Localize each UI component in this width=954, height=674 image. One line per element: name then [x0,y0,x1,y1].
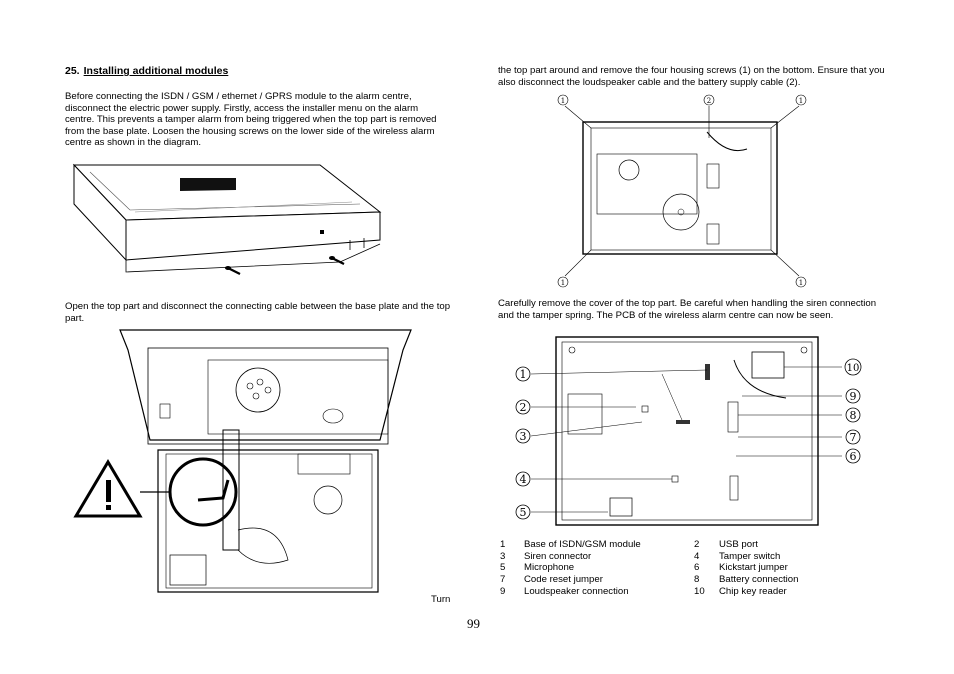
legend-number: 2 [694,539,700,550]
legend-row: 3 Siren connector 4 Tamper switch [500,551,840,563]
legend-row: 1 Base of ISDN/GSM module 2 USB port [500,539,840,551]
section-number: 25. [65,65,80,77]
left-paragraph-1: Before connecting the ISDN / GSM / ether… [65,91,437,149]
callout-marker: 5 [515,504,531,520]
turn-label: Turn [431,594,451,605]
left-paragraph-2: Open the top part and disconnect the con… [65,301,451,324]
callout-marker: 1 [515,366,531,382]
svg-text:1: 1 [520,368,527,381]
callout-marker: 8 [845,407,861,423]
svg-text:8: 8 [850,409,857,422]
callout-marker: 10 [844,358,862,376]
marker-circle: 1 [557,94,569,106]
figure-pcb: 1 2 3 4 5 10 9 8 7 6 [515,336,862,526]
legend-number: 8 [694,574,700,586]
legend-number: 1 [500,539,506,550]
svg-text:4: 4 [520,473,527,486]
figure-housing-closed [72,163,382,275]
right-paragraph-1: the top part around and remove the four … [498,65,885,88]
legend-number: 3 [500,550,506,562]
housing-screw-icon [329,256,345,265]
right-paragraph-2: Carefully remove the cover of the top pa… [498,298,877,321]
figure-top-part-rear: 1 2 1 1 1 [557,94,807,288]
legend-number: 7 [500,574,506,586]
marker-circle: 1 [795,276,807,288]
pcb-legend: 1 Base of ISDN/GSM module 2 USB port 3 Siren… [500,539,840,597]
legend-number: 6 [694,562,700,574]
legend-label: USB port [719,539,758,550]
svg-text:10: 10 [847,363,860,374]
svg-text:1: 1 [799,97,803,105]
svg-text:9: 9 [850,390,857,403]
page-number: 99 [467,616,480,631]
legend-label: Battery connection [719,574,799,586]
svg-text:2: 2 [520,401,527,414]
housing-screw-icon [225,266,241,275]
callout-marker: 6 [845,448,861,464]
callout-marker: 7 [845,429,861,445]
section-heading: 25.Installing additional modules [65,65,229,78]
legend-row: 5 Microphone 6 Kickstart jumper [500,562,840,574]
legend-number: 5 [500,562,506,574]
marker-circle: 1 [557,276,569,288]
marker-circle: 1 [795,94,807,106]
legend-row: 7 Code reset jumper 8 Battery connection [500,574,840,586]
svg-text:1: 1 [799,279,803,287]
figure-housing-open [73,329,412,593]
svg-text:3: 3 [520,430,527,443]
legend-label: Siren connector [524,550,592,562]
section-title: Installing additional modules [83,65,229,77]
legend-label: Microphone [524,562,575,574]
svg-text:5: 5 [520,506,527,519]
svg-text:1: 1 [561,279,565,287]
legend-number: 9 [500,585,506,597]
legend-label: Loudspeaker connection [524,585,629,597]
callout-marker: 2 [515,399,531,415]
svg-text:6: 6 [850,450,857,463]
legend-number: 4 [694,550,700,562]
legend-label: Tamper switch [719,550,781,562]
svg-text:7: 7 [850,431,857,444]
warning-icon [73,459,143,518]
legend-label: Chip key reader [719,585,787,597]
marker-circle: 2 [703,94,715,106]
svg-text:2: 2 [707,97,711,105]
legend-row: 9 Loudspeaker connection 10 Chip key reader [500,586,840,598]
legend-label: Base of ISDN/GSM module [524,539,641,550]
legend-label: Code reset jumper [524,574,603,586]
callout-marker: 3 [515,428,531,444]
legend-number: 10 [694,585,705,597]
legend-label: Kickstart jumper [719,562,788,574]
svg-text:1: 1 [561,97,565,105]
callout-marker: 9 [845,388,861,404]
callout-marker: 4 [515,471,531,487]
